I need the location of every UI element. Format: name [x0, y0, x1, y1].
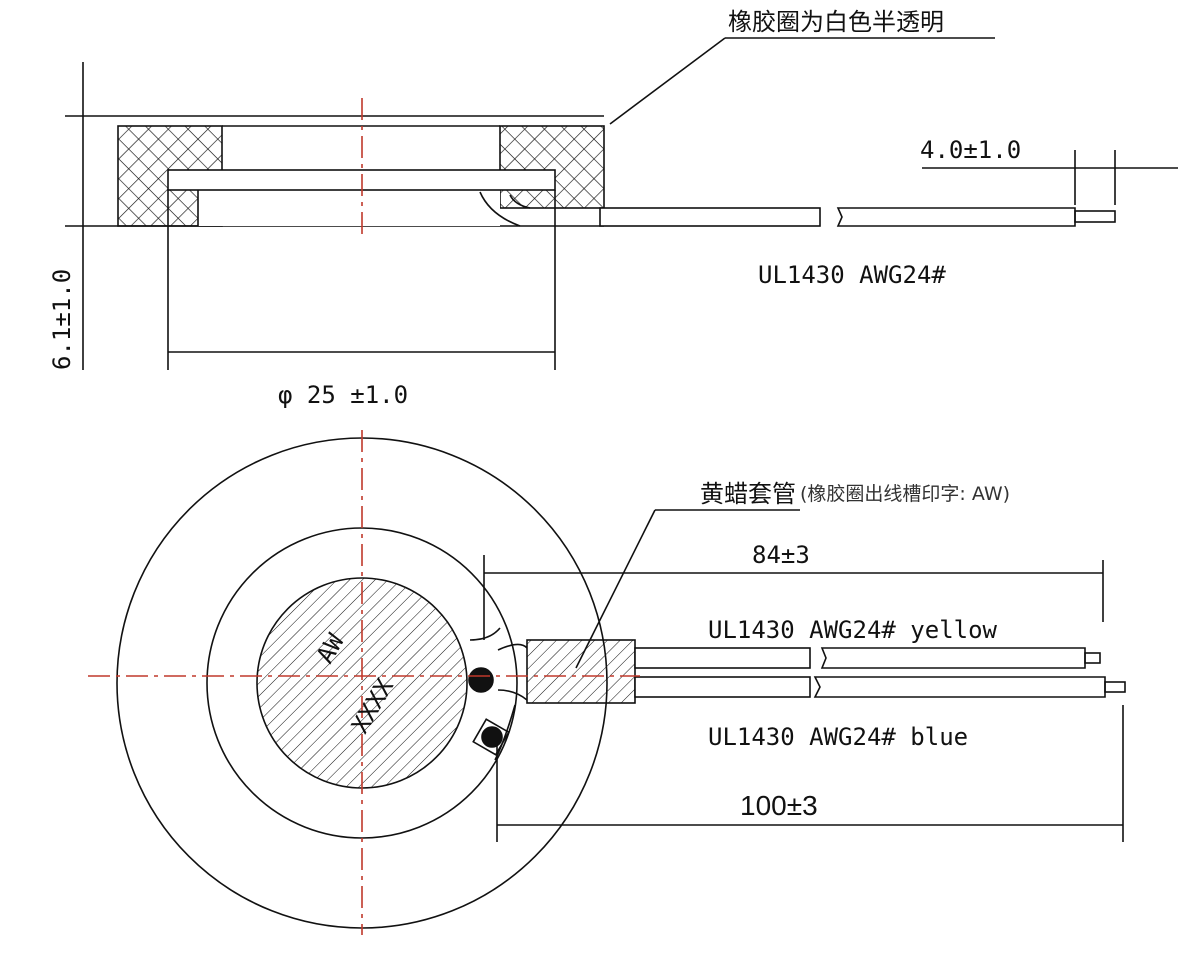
sleeve-note-detail: (橡胶圈出线槽印字: AW)	[800, 483, 1010, 505]
solder-joint-yellow	[468, 667, 494, 693]
height-label: 6.1±1.0	[48, 269, 76, 370]
wire-spec-label: UL1430 AWG24#	[758, 261, 946, 289]
solder-joint-blue	[481, 726, 503, 748]
side-view-section	[65, 37, 1178, 370]
wire-blue-label: UL1430 AWG24# blue	[708, 723, 968, 751]
material-note: 橡胶圈为白色半透明	[728, 8, 944, 36]
strip-length-label: 4.0±1.0	[920, 136, 1021, 164]
length-blue-label: 100±3	[740, 790, 818, 821]
wire-yellow-label: UL1430 AWG24# yellow	[708, 616, 998, 644]
top-view	[116, 437, 1126, 929]
sleeve-note: 黄蜡套管	[700, 480, 796, 508]
diameter-label: φ 25 ±1.0	[278, 381, 408, 409]
top-centerlines	[88, 430, 640, 935]
length-yellow-label: 84±3	[752, 541, 810, 569]
